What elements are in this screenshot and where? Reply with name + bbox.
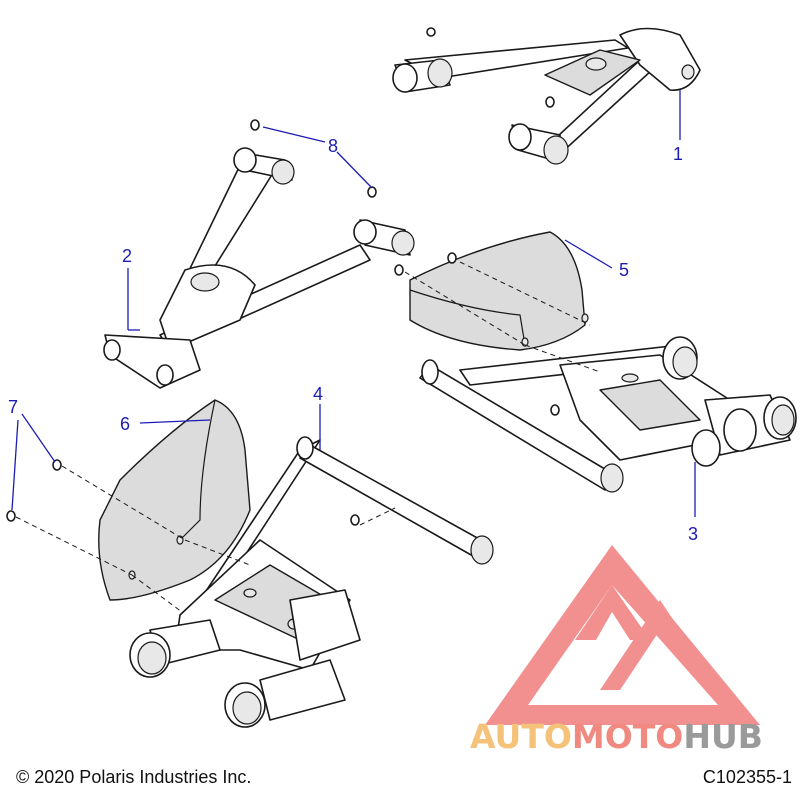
- callout-7: 7: [8, 397, 18, 417]
- leader-lines: [11, 90, 696, 517]
- callout-3: 3: [688, 524, 698, 544]
- watermark-text: AUTOMOTOHUB: [470, 717, 763, 756]
- callout-8: 8: [328, 136, 338, 156]
- callout-6: 6: [120, 414, 130, 434]
- assembly-lines: [15, 261, 601, 613]
- part-7-fasteners: [6, 459, 62, 522]
- callout-4: 4: [313, 384, 323, 404]
- watermark-auto: AUTO: [470, 717, 572, 756]
- watermark-hub: HUB: [683, 717, 763, 756]
- callout-2: 2: [122, 246, 132, 266]
- callout-5: 5: [619, 260, 629, 280]
- copyright-text: © 2020 Polaris Industries Inc.: [16, 767, 252, 787]
- watermark-moto: MOTO: [572, 717, 683, 756]
- callout-1: 1: [673, 144, 683, 164]
- diagram-code: C102355-1: [702, 767, 792, 787]
- automotohub-logo: [485, 545, 760, 725]
- part-3-lower-a-arm: [419, 336, 797, 493]
- part-1-upper-a-arm: [392, 27, 701, 165]
- part-4-lower-a-arm: [129, 436, 494, 728]
- part-2-upper-a-arm: [103, 119, 415, 389]
- part-5-guard: [394, 231, 589, 351]
